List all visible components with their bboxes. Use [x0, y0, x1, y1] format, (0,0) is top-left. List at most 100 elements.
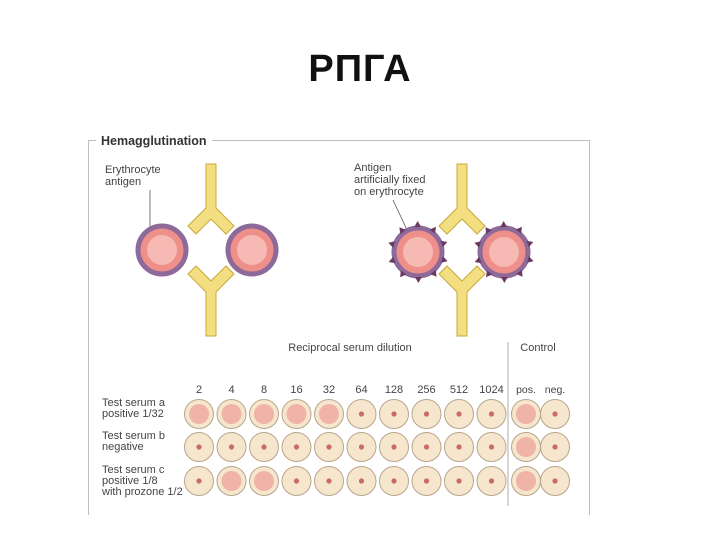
row-label-line: with prozone 1/2	[101, 486, 183, 498]
antigen-marker	[526, 240, 534, 248]
antigen-marker	[474, 256, 482, 264]
antigen-marker	[400, 270, 407, 278]
sediment-dot	[423, 411, 430, 417]
agglutination-spot	[189, 404, 209, 424]
antigen-markers	[388, 221, 534, 283]
sediment-dot	[293, 444, 300, 450]
control-label: neg.	[545, 384, 565, 396]
sediment-dot	[326, 478, 332, 484]
antibody-left-lower	[187, 265, 235, 337]
antigen-marker	[526, 256, 534, 263]
sediment-dot	[391, 411, 397, 417]
sediment-dot	[488, 411, 495, 417]
dilution-label: 128	[385, 384, 403, 396]
sediment-dot	[293, 478, 300, 484]
sediment-dot	[456, 411, 462, 417]
left-diagram	[135, 163, 279, 337]
sediment-dot	[391, 444, 397, 450]
agglutination-spot	[221, 404, 242, 424]
sediment-dot	[423, 478, 430, 484]
wells	[184, 399, 570, 496]
dilution-label: 32	[323, 384, 335, 396]
sediment-dot	[456, 444, 462, 450]
dilution-label: 8	[261, 384, 267, 396]
dilution-label: 16	[290, 384, 302, 396]
control-labels: pos. neg.	[516, 384, 565, 396]
dilution-label: 2	[196, 384, 202, 396]
dilution-label: 4	[228, 384, 234, 396]
figure-graphics: Reciprocal serum dilution Control 2 4 8 16 3…	[101, 163, 570, 506]
antigen-marker	[414, 276, 422, 283]
antigen-marker	[414, 221, 422, 228]
agglutination-spot	[516, 437, 536, 457]
agglutination-spot	[254, 404, 274, 424]
sediment-dot	[358, 478, 365, 484]
dilution-label: 1024	[479, 384, 503, 396]
hemagglutination-figure: Hemagglutination Erythrocyte antigen Ant…	[88, 134, 590, 516]
erythrocyte-core-right-1	[403, 237, 433, 267]
agglutination-spot	[254, 471, 274, 491]
antigen-marker	[388, 241, 396, 248]
dilution-labels: 2 4 8 16 32 64 128 256 512 1024	[196, 384, 504, 396]
label-pointer-right	[392, 199, 409, 233]
antigen-marker	[429, 226, 436, 234]
sediment-dot	[552, 444, 558, 450]
sediment-dot	[488, 444, 495, 450]
row-label-line: positive 1/32	[102, 408, 164, 420]
sediment-dot	[488, 478, 495, 484]
fixed-antigen-label-line1: Antigen	[354, 162, 392, 174]
antigen-marker	[399, 227, 406, 235]
antigen-marker	[486, 270, 493, 278]
dilution-label: 64	[355, 384, 367, 396]
dilution-label: 512	[450, 384, 468, 396]
row-label-line: Test serum c	[102, 464, 165, 476]
antigen-marker	[500, 276, 508, 283]
erythrocyte-antigen-label: Erythrocyte antigen	[105, 164, 161, 188]
test-plate: Reciprocal serum dilution Control 2 4 8 16 3…	[101, 342, 570, 506]
agglutination-spot	[516, 471, 536, 491]
sediment-dot	[358, 444, 365, 450]
fixed-antigen-label-line2: artificially fixed	[354, 174, 426, 186]
dilution-label: 256	[417, 384, 435, 396]
antigen-marker	[485, 227, 492, 235]
erythrocyte-core-left-2	[237, 235, 267, 265]
right-diagram	[388, 163, 534, 337]
erythrocyte-label-line2: antigen	[105, 176, 142, 188]
antibody-right-lower	[438, 265, 486, 337]
antigen-marker	[474, 241, 482, 248]
figure-heading: Hemagglutination	[96, 134, 212, 148]
antigen-marker	[430, 269, 437, 277]
sediment-dot	[228, 444, 235, 450]
sediment-dot	[358, 411, 365, 417]
erythrocyte-label-line1: Erythrocyte	[105, 164, 161, 176]
erythrocyte-core-right-2	[489, 237, 519, 267]
sediment-dot	[391, 478, 397, 484]
antigen-marker	[440, 256, 448, 263]
fixed-antigen-label: Antigen artificially fixed on erythrocyt…	[354, 162, 426, 198]
sediment-dot	[423, 444, 430, 450]
slide-title: РПГА	[308, 48, 412, 90]
control-header: Control	[520, 342, 555, 354]
antigen-marker	[440, 240, 448, 248]
row-label-line: Test serum a	[102, 397, 166, 409]
agglutination-spot	[516, 404, 536, 424]
agglutination-spot	[319, 404, 339, 424]
sediment-dot	[552, 411, 558, 417]
erythrocyte-core-left-1	[147, 235, 177, 265]
agglutination-spot	[286, 404, 307, 424]
antigen-marker	[388, 256, 396, 264]
antigen-marker	[500, 221, 508, 228]
sediment-dot	[261, 444, 267, 450]
antigen-marker	[515, 226, 522, 234]
plate-header: Reciprocal serum dilution	[288, 342, 412, 354]
row-label-line: negative	[102, 441, 144, 453]
fixed-antigen-label-line3: on erythrocyte	[354, 186, 424, 198]
antigen-marker	[516, 269, 523, 277]
sediment-dot	[196, 444, 202, 450]
sediment-dot	[196, 478, 202, 484]
agglutination-spot	[221, 471, 242, 491]
row-label-line: Test serum b	[102, 430, 165, 442]
figure-frame	[88, 140, 590, 515]
antibody-right	[438, 163, 486, 235]
control-label: pos.	[516, 384, 536, 396]
